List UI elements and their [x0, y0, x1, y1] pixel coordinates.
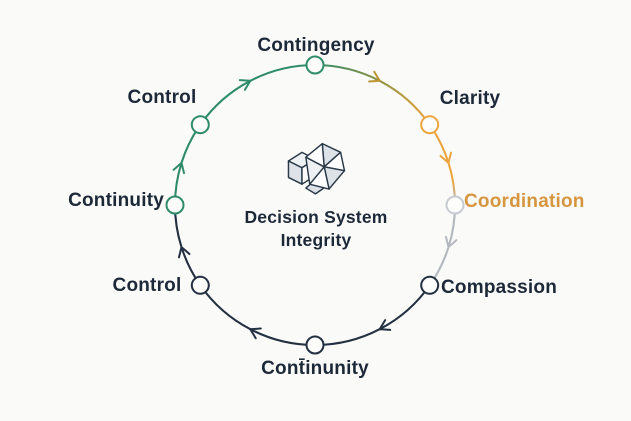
flow-arrow-bottom-lowerleft [249, 327, 262, 340]
flow-arrow-clarity-coordination [439, 151, 453, 164]
node-control-lower-left [190, 275, 210, 295]
arc-lowerleft-to-continuity [173, 203, 202, 287]
crystal-polyhedron-icon [287, 142, 345, 195]
node-clarity [420, 115, 440, 135]
label-control-upper-left: Control [127, 87, 197, 108]
label-continuity: Continuity [68, 190, 164, 211]
label-continunity: Cont̄inunity [261, 358, 369, 379]
arc-bottom-to-lowerleft [199, 284, 317, 347]
center-content: Decision System Integrity [244, 141, 387, 252]
flow-arrow-top-clarity [368, 70, 381, 83]
label-compassion: Compassion [441, 277, 558, 298]
label-clarity: Clarity [439, 88, 501, 109]
arc-upperleft-to-top [199, 63, 317, 126]
label-contingency: Contingency [257, 35, 375, 56]
node-continuity [165, 195, 185, 215]
node-control-upper-left [190, 115, 210, 135]
label-control-lower-left: Control [112, 275, 182, 296]
arc-compassion-to-bottom [313, 284, 431, 347]
node-coordination [445, 195, 465, 215]
arc-top-to-clarity [313, 63, 431, 126]
center-title-line2: Integrity [280, 229, 352, 250]
arc-clarity-to-coordination [428, 123, 457, 207]
node-contingency [305, 55, 325, 75]
flow-arrow-coordination-compassion [444, 235, 458, 249]
flow-arrow-lowerleft-continuity [177, 246, 191, 259]
center-title-line1: Decision System [244, 206, 388, 227]
node-compassion [420, 275, 440, 295]
flow-arrow-compassion-bottom [378, 319, 392, 331]
node-continunity [305, 335, 325, 355]
label-coordination: Coordination [464, 191, 585, 212]
flow-arrow-continuity-upperleft [172, 161, 186, 175]
flow-arrow-upperleft-top [238, 79, 252, 91]
